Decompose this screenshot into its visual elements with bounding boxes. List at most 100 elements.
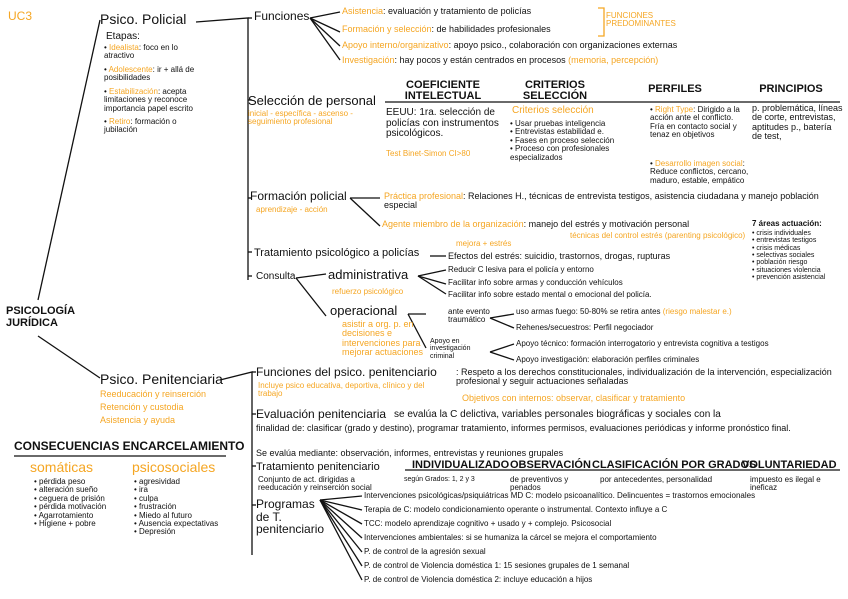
criterios-title: Criterios selección bbox=[512, 105, 594, 116]
header-coeficiente: COEFICIENTE INTELECTUAL bbox=[404, 79, 482, 102]
somatica-item: • Agarrotamiento bbox=[34, 510, 94, 520]
area-item: • prevención asistencial bbox=[752, 274, 826, 282]
etapa-estabilizacion: • Estabilización: acepta limitaciones y … bbox=[104, 87, 193, 113]
funcion-formacion: Formación y selección: de habilidades pr… bbox=[342, 24, 551, 34]
funcion-investigacion: Investigación: hay pocos y están centrad… bbox=[342, 55, 659, 65]
etapa-retiro: • Retiro: formación o jubilación bbox=[104, 117, 177, 135]
criterio-item: • Fases en proceso selección bbox=[510, 135, 615, 145]
funciones-pen-sub: Incluye psico educativa, deportiva, clín… bbox=[258, 381, 425, 399]
psicosocial-item: • ira bbox=[134, 485, 148, 495]
perfil-right-type: • Right Type: Dirigido a la acción ante … bbox=[650, 105, 740, 140]
formacion-agente: Agente miembro de la organización: manej… bbox=[382, 219, 690, 229]
inv-item-perfiles: Apoyo investigación: elaboración perfile… bbox=[516, 355, 700, 364]
efectos-estres: Efectos del estrés: suicidio, trastornos… bbox=[448, 251, 671, 261]
etapas-label: Etapas: bbox=[106, 31, 140, 42]
programas-title: Programas de T. penitenciario bbox=[256, 497, 325, 537]
penitenciaria-sub: Reeducación y reinserción bbox=[100, 389, 207, 399]
somatica-item: • pérdida motivación bbox=[34, 502, 107, 512]
psicosocial-item: • culpa bbox=[134, 493, 159, 503]
inv-item-tecnico: Apoyo técnico: formación interrogatorio … bbox=[516, 339, 769, 348]
tratamiento-pen-title: Tratamiento penitenciario bbox=[256, 461, 380, 473]
penitenciaria-sub: Asistencia y ayuda bbox=[100, 415, 176, 425]
tratamiento-grados: según Grados: 1, 2 y 3 bbox=[404, 476, 475, 483]
evento-item-armas: uso armas fuego: 50-80% se retira antes … bbox=[516, 307, 732, 316]
funciones-title: Funciones bbox=[254, 9, 310, 23]
penitenciaria-title: Psico. Penitenciaria bbox=[100, 371, 223, 387]
header-clasificacion: CLASIFICACIÓN POR GRADOS bbox=[592, 459, 757, 471]
tratamiento-pen-sub: Conjunto de act. dirigidas a reeducación… bbox=[258, 475, 372, 493]
criterio-item: • Entrevistas estabilidad e. bbox=[510, 127, 604, 137]
programa-item: TCC: modelo aprendizaje cognitivo + usad… bbox=[364, 519, 612, 528]
investigacion-label: Apoyo en investigación criminal bbox=[430, 338, 471, 360]
programa-item: Terapia de C: modelo condicionamiento op… bbox=[364, 505, 668, 514]
cell-voluntariedad: impuesto es ilegal e ineficaz bbox=[750, 475, 821, 493]
unit-label: UC3 bbox=[8, 9, 33, 23]
area-item: • crisis médicas bbox=[752, 244, 801, 252]
funciones-pen-desc: : Respeto a los derechos constitucionale… bbox=[456, 367, 832, 387]
cell-observacion: de preventivos y penados bbox=[510, 475, 569, 493]
estres-note: mejora + estrés bbox=[456, 239, 512, 248]
consulta-administrativa: administrativa bbox=[328, 267, 409, 282]
funcion-asistencia: Asistencia: evaluación y tratamiento de … bbox=[342, 6, 532, 16]
penitenciaria-sub: Retención y custodia bbox=[100, 402, 184, 412]
psicosocial-item: • Depresión bbox=[134, 527, 176, 537]
header-observacion: OBSERVACIÓN bbox=[510, 459, 591, 471]
programa-item: P. de control de Violencia doméstica 1: … bbox=[364, 561, 630, 570]
perfil-imagen-social: • Desarrollo imagen social: Reduce confl… bbox=[650, 159, 749, 185]
area-item: • situaciones violencia bbox=[752, 266, 821, 274]
area-item: • población riesgo bbox=[752, 259, 808, 267]
cell-clasificacion: por antecedentes, personalidad bbox=[600, 475, 713, 484]
evaluacion-title: Evaluación penitenciaria bbox=[256, 407, 387, 421]
ci-test: Test Binet-Simon CI>80 bbox=[386, 149, 471, 158]
admin-item: Facilitar info sobre armas y conducción … bbox=[448, 278, 623, 287]
funciones-bracket-note: FUNCIONES PREDOMINANTES bbox=[606, 11, 676, 29]
areas-title: 7 áreas actuación: bbox=[752, 219, 822, 228]
formacion-practica: Práctica profesional: Relaciones H., téc… bbox=[384, 191, 819, 211]
criterio-item: • Proceso con profesionales especializad… bbox=[510, 144, 610, 162]
somatica-item: • pérdida peso bbox=[34, 477, 86, 486]
formacion-agente-extra: técnicas del control estrés (parenting p… bbox=[570, 231, 746, 240]
root-title: PSICOLOGÍA JURÍDICA bbox=[6, 305, 75, 329]
evaluacion-finalidad: finalidad de: clasificar (grado y destin… bbox=[256, 423, 791, 433]
tratamiento-policial-title: Tratamiento psicológico a policías bbox=[254, 247, 420, 259]
programa-item: P. de control de la agresión sexual bbox=[364, 547, 486, 556]
evento-item-rehenes: Rehenes/secuestros: Perfil negociador bbox=[516, 323, 654, 332]
consulta-title: Consulta bbox=[256, 271, 296, 282]
etapa-adolescente: • Adolescente: ir + allá de posibilidade… bbox=[104, 65, 195, 83]
programa-item: Intervenciones ambientales: si se humani… bbox=[364, 533, 657, 542]
funcion-apoyo: Apoyo interno/organizativo: apoyo psico.… bbox=[342, 40, 678, 50]
admin-item: Reducir C lesiva para el policía y entor… bbox=[448, 265, 594, 274]
somaticas-title: somáticas bbox=[30, 459, 94, 475]
psicosociales-title: psicosociales bbox=[132, 459, 216, 475]
header-individualizado: INDIVIDUALIZADO bbox=[412, 459, 510, 471]
operacional-sub: asistir a org. p. en decisiones e interv… bbox=[342, 319, 424, 358]
principios-text: p. problemática, líneas de corte, entrev… bbox=[752, 103, 843, 142]
seleccion-sub: inicial - específica - ascenso - seguimi… bbox=[248, 109, 353, 127]
formacion-sub: aprendizaje - acción bbox=[256, 205, 328, 214]
objetivos-internos: Objetivos con internos: observar, clasif… bbox=[462, 393, 686, 403]
header-principios: PRINCIPIOS bbox=[759, 83, 823, 95]
programa-item: Intervenciones psicológicas/psiquiátrica… bbox=[364, 491, 756, 500]
header-voluntariedad: VOLUNTARIEDAD bbox=[742, 459, 837, 471]
somaticas-list: • pérdida peso • alteración sueño • cegu… bbox=[34, 477, 107, 528]
psicosocial-item: • frustración bbox=[134, 502, 177, 512]
evento-label: ante evento traumático bbox=[448, 307, 490, 325]
funciones-pen-title: Funciones del psico. penitenciario bbox=[256, 365, 437, 379]
formacion-title: Formación policial bbox=[250, 189, 347, 203]
ci-text: EEUU: 1ra. selección de policías con ins… bbox=[386, 107, 499, 139]
somatica-item: • ceguera de prisión bbox=[34, 493, 105, 503]
psicosocial-item: • agresividad bbox=[134, 477, 180, 486]
programa-item: P. de control de Violencia doméstica 2: … bbox=[364, 575, 593, 584]
area-item: • entrevistas testigos bbox=[752, 237, 817, 245]
criterio-item: • Usar pruebas inteligencia bbox=[510, 119, 606, 128]
seleccion-title: Selección de personal bbox=[248, 93, 376, 108]
policial-title: Psico. Policial bbox=[100, 11, 187, 27]
psicosociales-list: • agresividad • ira • culpa • frustració… bbox=[134, 477, 218, 537]
area-item: • selectivas sociales bbox=[752, 252, 815, 260]
psicosocial-item: • Miedo al futuro bbox=[134, 510, 192, 520]
evaluacion-mediante: Se evalúa mediante: observación, informe… bbox=[256, 448, 564, 458]
criterios-list: • Usar pruebas inteligencia • Entrevista… bbox=[510, 119, 620, 162]
evaluacion-desc: se evalúa la C delictiva, variables pers… bbox=[394, 409, 721, 420]
etapa-idealista: • Idealista: foco en lo atractivo bbox=[104, 43, 178, 61]
